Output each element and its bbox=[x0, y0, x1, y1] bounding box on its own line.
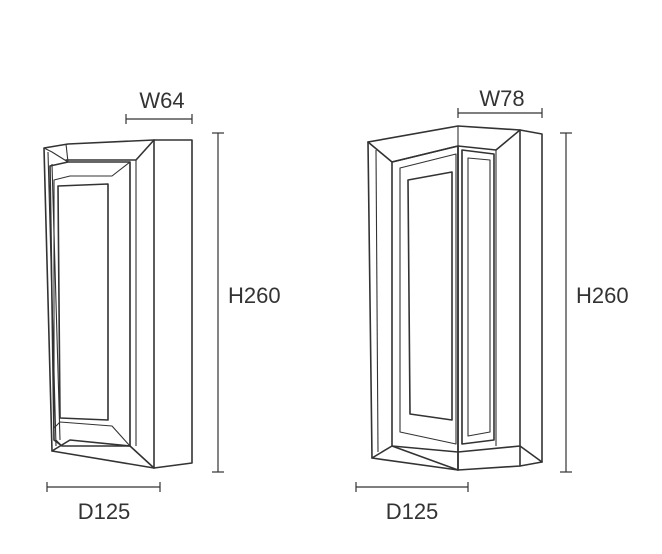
right-width-label: W78 bbox=[479, 86, 524, 111]
left-depth-label: D125 bbox=[78, 499, 131, 524]
right-lamp-side-glass-inner bbox=[467, 157, 491, 437]
right-depth-label: D125 bbox=[386, 499, 439, 524]
left-lamp-glass bbox=[57, 183, 109, 421]
left-lamp-outline bbox=[43, 139, 193, 469]
left-lamp-left-edge-1 bbox=[47, 151, 57, 447]
right-lamp-left-edge-1 bbox=[375, 149, 379, 453]
left-height-dimension: H260 bbox=[212, 132, 281, 473]
left-lamp-front-bevel bbox=[53, 161, 131, 447]
left-depth-dimension: D125 bbox=[46, 482, 161, 524]
left-height-label: H260 bbox=[228, 283, 281, 308]
right-lamp-front-frame bbox=[391, 145, 459, 471]
left-lamp-drawing bbox=[43, 139, 193, 469]
right-lamp-front-bevel bbox=[399, 153, 457, 445]
right-lamp-glass bbox=[407, 171, 453, 421]
left-lamp-left-edge-2 bbox=[51, 163, 61, 441]
right-height-label: H260 bbox=[576, 283, 629, 308]
right-depth-dimension: D125 bbox=[355, 482, 469, 524]
left-width-label: W64 bbox=[139, 88, 184, 113]
right-height-dimension: H260 bbox=[560, 132, 629, 473]
right-width-dimension: W78 bbox=[457, 86, 543, 118]
right-lamp-side-glass bbox=[461, 149, 495, 445]
left-lamp-bottom-inner bbox=[55, 439, 130, 447]
left-lamp-front-frame bbox=[49, 161, 131, 447]
right-lamp-outline bbox=[367, 125, 543, 471]
left-width-dimension: W64 bbox=[125, 88, 193, 124]
left-lamp-corner-notch bbox=[43, 143, 69, 163]
right-lamp-drawing bbox=[367, 125, 543, 471]
